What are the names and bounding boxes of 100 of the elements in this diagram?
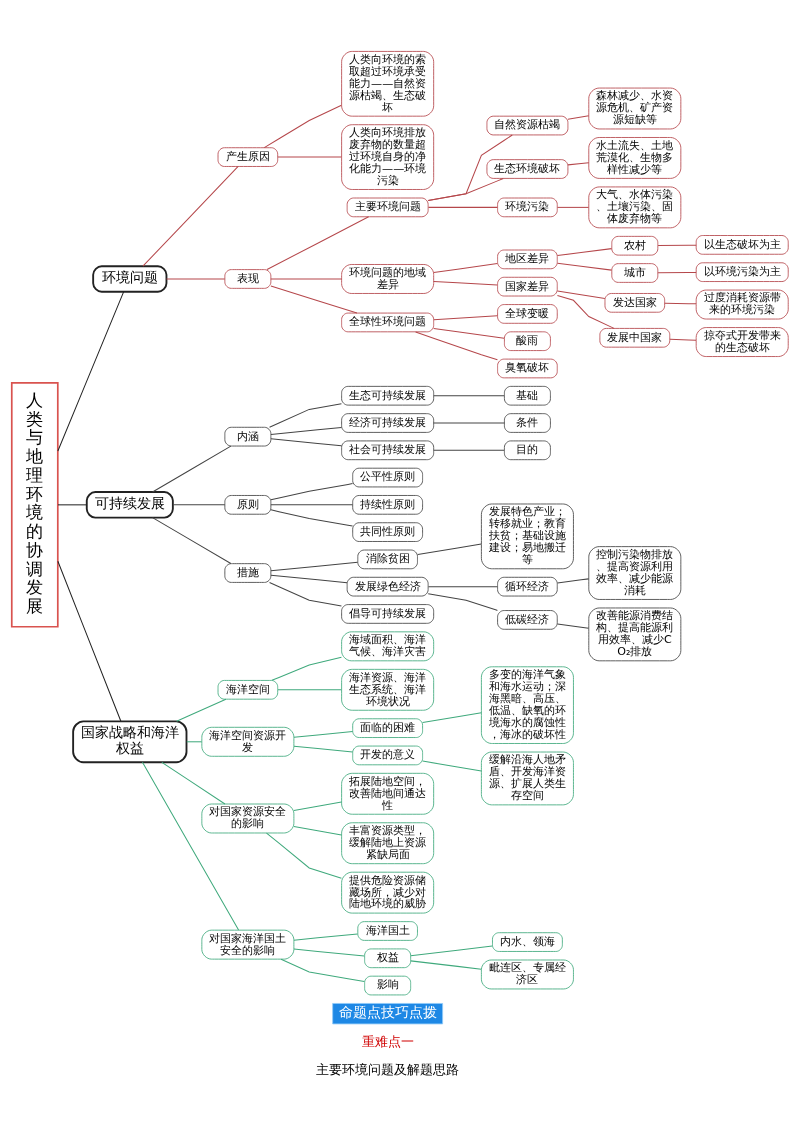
node-box: 面临的困难 <box>352 718 423 738</box>
connector <box>269 403 342 428</box>
connector <box>161 761 226 805</box>
node-box: 产生原因 <box>217 147 279 167</box>
connector <box>556 290 606 299</box>
node-box: 生态环境破坏 <box>486 159 569 179</box>
connector <box>664 302 697 305</box>
connector <box>417 543 482 555</box>
node-box: 城市 <box>611 263 659 283</box>
node-box: 环境问题的地域差异 <box>341 264 435 294</box>
node-box: 国家差异 <box>497 276 558 297</box>
node-box: 主要环境问题 <box>346 197 429 218</box>
node-box: 全球性环境问题 <box>341 312 435 333</box>
connector <box>270 278 342 280</box>
node-box: 以生态破坏为主 <box>695 235 789 255</box>
connector <box>293 801 342 811</box>
node-box: 拓展陆地空间，改善陆地间通达性 <box>341 772 435 815</box>
node-box: 生态可持续发展 <box>341 385 435 406</box>
connector <box>271 656 342 681</box>
node-box: 发展特色产业；转移就业；教育扶贫；基础设施建设；易地搬迁等 <box>480 503 574 570</box>
connector <box>270 509 354 527</box>
connector <box>270 438 342 447</box>
connector <box>57 291 125 452</box>
connector <box>293 826 342 836</box>
connector <box>293 731 354 738</box>
connector <box>280 958 365 983</box>
node-box: 人类向环境排放废弃物的数量超过环境自身的净化能力——环境污染 <box>341 124 435 190</box>
node-box: 消除贫困 <box>357 549 418 570</box>
node-box: 国家战略和海洋权益 <box>72 720 188 764</box>
label: 主要环境问题及解题思路 <box>316 1062 460 1077</box>
node-box: 原则 <box>224 495 272 515</box>
connector <box>269 581 342 607</box>
node-box: 人类向环境的索取超过环境承受能力——自然资源枯竭、生态破坏 <box>341 51 435 117</box>
node-box: 丰富资源类型，缓解陆地上资源紧缺局面 <box>341 822 435 865</box>
connector <box>433 315 498 321</box>
node-box: 倡导可持续发展 <box>341 604 435 624</box>
connector <box>270 504 354 506</box>
connector <box>433 328 505 339</box>
connector <box>427 134 513 201</box>
label: 命题点技巧点拨 <box>338 1004 437 1020</box>
connector <box>657 244 697 247</box>
connector <box>277 689 342 691</box>
connector <box>556 623 590 629</box>
node-box: 海洋资源、海洋生态系统、海洋环境状况 <box>341 668 435 711</box>
node-box: 条件 <box>504 413 551 433</box>
node-box: 以环境污染为主 <box>695 262 789 282</box>
node-box: 地区差异 <box>497 249 558 270</box>
connector <box>556 206 590 208</box>
node-box: 环境问题 <box>92 265 168 293</box>
connector <box>263 104 342 149</box>
connector <box>166 278 226 280</box>
label: 重难点一 <box>361 1034 414 1049</box>
connector <box>266 216 370 270</box>
connector <box>277 156 342 158</box>
node-box: 水土流失、土地荒漠化、生物多样性减少等 <box>588 137 682 179</box>
node-box: 缓解沿海人地矛盾、开发海洋资源、扩展人类生存空间 <box>480 751 574 806</box>
connector <box>270 561 359 572</box>
node-box: 措施 <box>224 563 272 583</box>
connector <box>556 294 615 329</box>
node-box: 毗连区、专属经济区 <box>480 959 574 990</box>
connector <box>186 741 203 743</box>
connector <box>293 933 359 941</box>
node-box: 持续性原则 <box>352 495 423 515</box>
connector <box>293 948 365 957</box>
node-box: 臭氧破坏 <box>497 358 558 379</box>
connector <box>422 712 482 723</box>
connector <box>433 422 505 424</box>
node-box: 改善能源消费结构、提高能源利用效率、减少CO₂排放 <box>588 607 682 662</box>
node-box: 海域面积、海洋气候、海洋灾害 <box>341 631 435 662</box>
connector <box>556 578 590 584</box>
connector <box>266 832 342 879</box>
node-box: 全球变暖 <box>497 304 558 324</box>
connector <box>433 263 498 274</box>
connector <box>172 504 226 506</box>
node-box: 低碳经济 <box>497 610 558 630</box>
connector <box>427 593 498 611</box>
node-box: 提供危险资源储藏场所，减少对陆地环境的威胁 <box>341 871 435 914</box>
connector <box>567 115 590 120</box>
node-box: 控制污染物排放、提高资源利用效率、减少能源消耗 <box>588 546 682 600</box>
node-box: 公平性原则 <box>352 467 423 488</box>
connector <box>657 272 697 274</box>
connector <box>669 338 697 341</box>
node-box: 农村 <box>611 235 659 256</box>
node-box: 对国家海洋国土安全的影响 <box>201 929 295 960</box>
node-box: 开发的意义 <box>352 745 423 766</box>
connector <box>433 281 498 286</box>
node-box: 表现 <box>224 269 272 289</box>
node-box: 海洋空间资源开发 <box>201 726 295 757</box>
connector <box>57 504 88 506</box>
connector <box>270 427 342 435</box>
node-box: 目的 <box>504 440 551 461</box>
node-box: 掠夺式开发带来的生态破坏 <box>695 327 789 357</box>
connector <box>427 178 504 201</box>
connector <box>152 517 232 565</box>
connector <box>415 331 498 361</box>
node-box: 过度消耗资源带来的环境污染 <box>695 289 789 320</box>
node-box: 可持续发展 <box>85 491 174 519</box>
node-box: 海洋空间 <box>217 680 279 700</box>
node-box: 大气、水体污染、土壤污染、固体废弃物等 <box>588 186 682 229</box>
connector <box>422 760 482 772</box>
